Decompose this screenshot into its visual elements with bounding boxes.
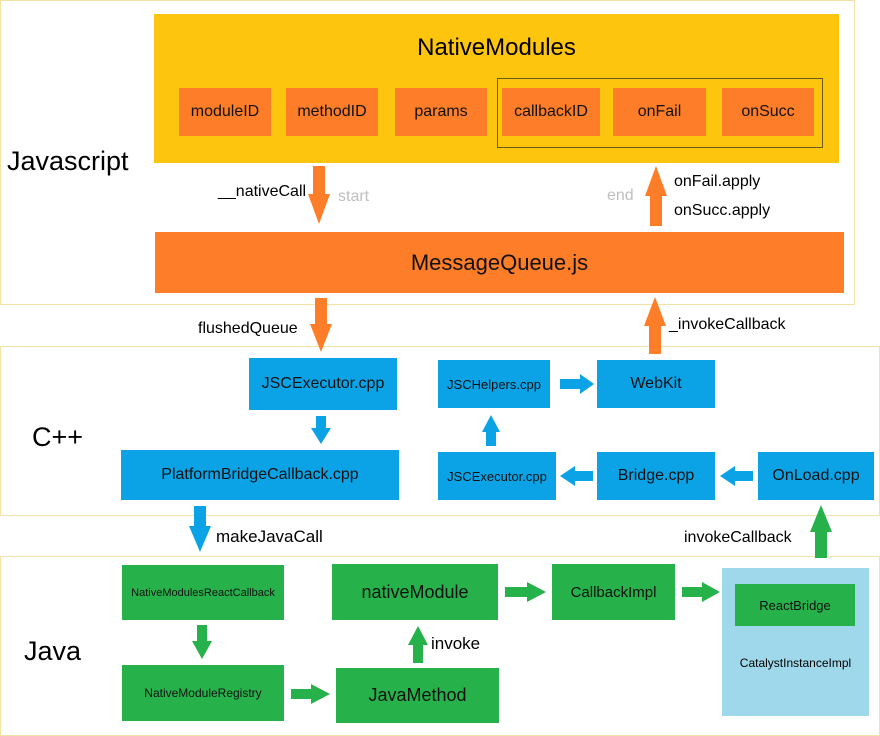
on-succ-apply-label: onSucc.apply: [674, 202, 771, 219]
invoke-callback-cpp-arrow: [810, 505, 832, 558]
registry-to-method-arrow: [291, 684, 330, 704]
native-call-arrow: [308, 166, 330, 224]
module-id-field: moduleID: [179, 88, 271, 136]
catalyst-instance-impl-label: CatalystInstanceImpl: [739, 656, 852, 670]
jsc-executor-bottom-box: JSCExecutor.cpp: [438, 452, 556, 500]
executor-to-platform-arrow: [311, 416, 331, 444]
make-java-call-arrow: [189, 506, 211, 552]
native-module-registry-box: NativeModuleRegistry: [122, 665, 284, 721]
flushed-queue-label: flushedQueue: [198, 320, 298, 337]
java-method-box: JavaMethod: [336, 668, 499, 723]
end-label: end: [607, 187, 634, 204]
callback-group-frame: [497, 78, 823, 148]
bridge-box: Bridge.cpp: [597, 452, 715, 500]
make-java-call-label: makeJavaCall: [216, 527, 323, 546]
start-label: start: [338, 188, 370, 205]
java-lane-label: Java: [24, 636, 82, 666]
native-modules-title: NativeModules: [417, 34, 576, 61]
executor-to-helpers-arrow: [482, 415, 500, 446]
invoke-callback-js-label: _invokeCallback: [669, 316, 786, 333]
message-queue-box: MessageQueue.js: [155, 232, 844, 293]
helpers-to-webkit-arrow: [560, 374, 594, 394]
callback-to-registry-arrow: [192, 625, 212, 659]
on-fail-field: onFail: [613, 88, 706, 136]
flushed-queue-arrow: [310, 298, 332, 352]
invoke-label: invoke: [431, 634, 481, 653]
javascript-lane-label: Javascript: [7, 146, 129, 176]
native-call-label: __nativeCall: [218, 183, 307, 200]
params-field: params: [395, 88, 487, 136]
native-modules-react-callback-box: NativeModulesReactCallback: [122, 565, 284, 620]
invoke-callback-up-arrow: [644, 297, 666, 354]
apply-up-arrow: [645, 166, 667, 226]
callback-id-field: callbackID: [502, 88, 600, 136]
on-succ-field: onSucc: [722, 88, 814, 136]
native-module-to-callback-impl-arrow: [505, 582, 546, 602]
callback-impl-to-catalyst-arrow: [682, 582, 720, 602]
native-module-box: nativeModule: [332, 564, 498, 620]
on-fail-apply-label: onFail.apply: [674, 173, 761, 190]
platform-bridge-callback-box: PlatformBridgeCallback.cpp: [121, 450, 399, 500]
method-to-native-module-arrow: [408, 626, 428, 663]
cpp-lane-label: C++: [32, 422, 84, 452]
jsc-executor-top-box: JSCExecutor.cpp: [249, 358, 397, 410]
method-id-field: methodID: [286, 88, 378, 136]
onload-to-bridge-arrow: [720, 466, 753, 486]
bridge-to-executor-arrow: [560, 466, 593, 486]
invoke-callback-cpp-label: invokeCallback: [684, 529, 792, 546]
onload-box: OnLoad.cpp: [758, 452, 874, 500]
jsc-helpers-box: JSCHelpers.cpp: [438, 360, 550, 408]
callback-impl-box: CallbackImpl: [552, 564, 675, 620]
webkit-box: WebKit: [597, 360, 715, 408]
react-bridge-box: ReactBridge: [735, 584, 855, 626]
